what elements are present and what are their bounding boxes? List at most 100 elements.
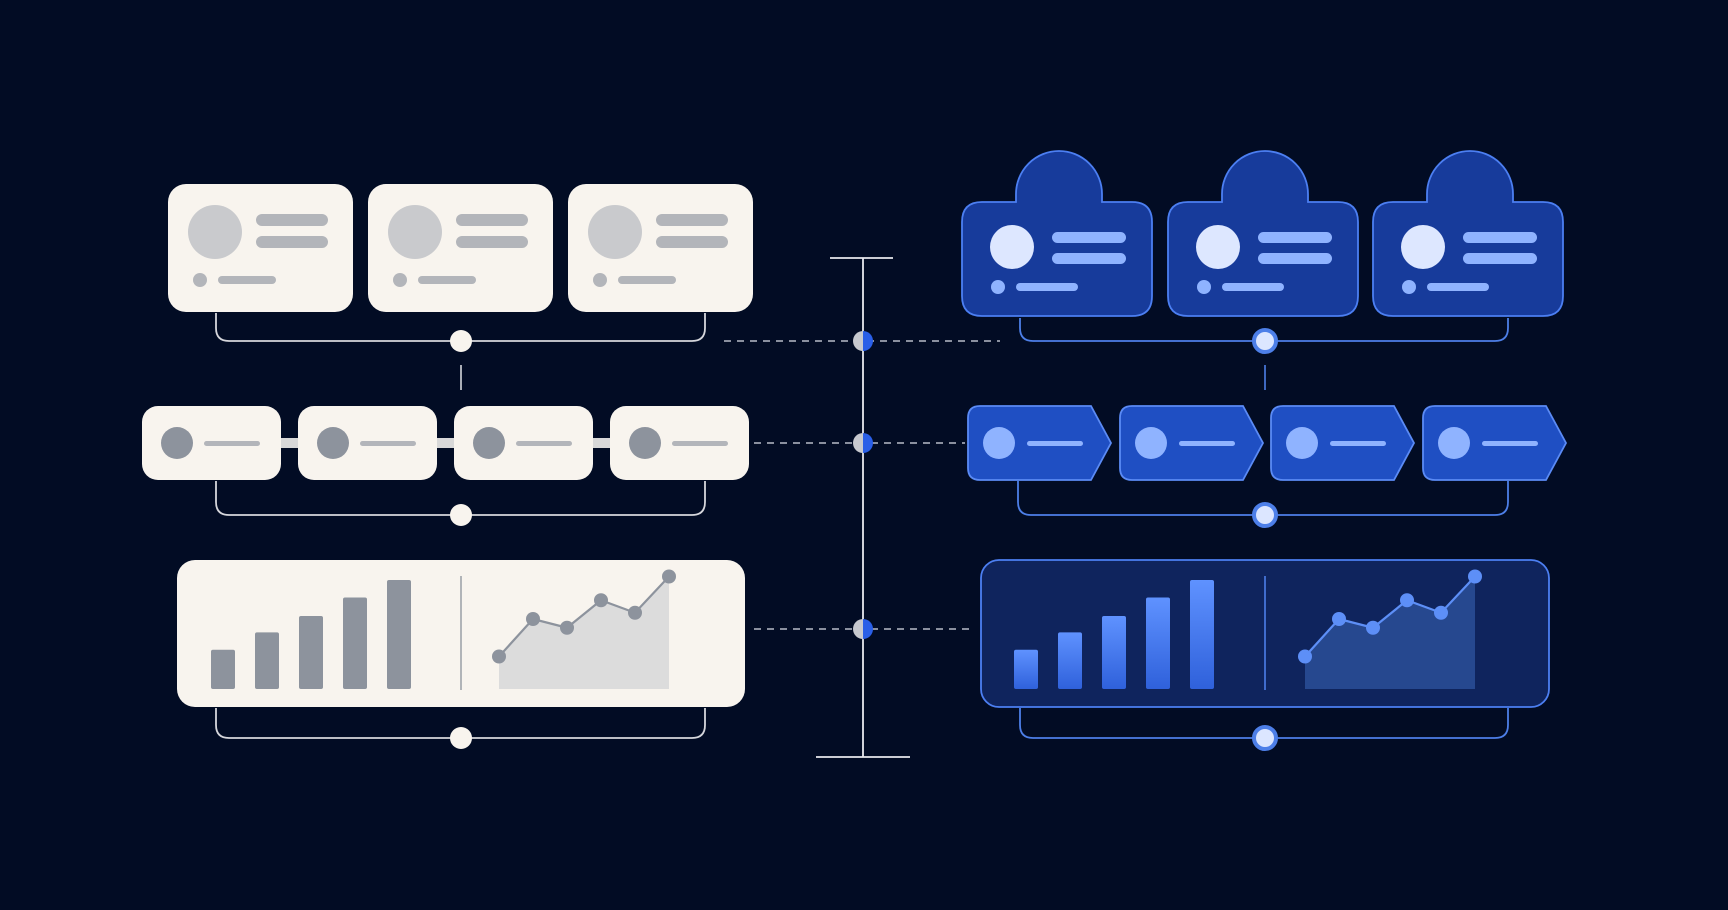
meta-line-placeholder bbox=[1427, 283, 1489, 291]
step-line-placeholder bbox=[204, 441, 260, 446]
legacy-bar-2 bbox=[255, 632, 279, 689]
legacy-point-5 bbox=[628, 605, 642, 620]
legacy-pipeline-node bbox=[450, 504, 472, 526]
modern-area-fill bbox=[1305, 576, 1475, 689]
avatar-placeholder-icon bbox=[388, 205, 442, 259]
modern-profile-node bbox=[1252, 328, 1278, 354]
avatar-placeholder-icon bbox=[1401, 225, 1445, 269]
meta-line-placeholder bbox=[418, 276, 476, 284]
text-line-placeholder bbox=[1463, 232, 1537, 243]
modern-point-6 bbox=[1468, 569, 1482, 584]
modern-point-3 bbox=[1366, 620, 1380, 635]
step-avatar-icon bbox=[473, 427, 505, 459]
axis-node-left-half bbox=[853, 331, 863, 351]
legacy-point-3 bbox=[560, 620, 574, 635]
modern-pipeline-step bbox=[1270, 405, 1416, 481]
status-dot-icon bbox=[193, 273, 207, 287]
text-line-placeholder bbox=[1258, 253, 1332, 264]
modern-side bbox=[961, 150, 1568, 751]
modern-chart-node bbox=[1252, 725, 1278, 751]
legacy-bar-1 bbox=[211, 649, 235, 689]
meta-line-placeholder bbox=[218, 276, 276, 284]
modern-series-line bbox=[1304, 575, 1476, 658]
legacy-area-fill bbox=[499, 576, 669, 689]
center-axis bbox=[724, 257, 1000, 758]
modern-point-4 bbox=[1400, 593, 1414, 608]
text-line-placeholder bbox=[1052, 253, 1126, 264]
legacy-point-4 bbox=[594, 593, 608, 608]
modern-point-5 bbox=[1434, 605, 1448, 620]
meta-line-placeholder bbox=[1016, 283, 1078, 291]
modern-pipeline-step bbox=[1119, 405, 1265, 481]
status-dot-icon bbox=[1402, 280, 1416, 294]
modern-profile-card bbox=[1167, 150, 1359, 317]
modern-bar-5 bbox=[1190, 580, 1214, 689]
axis-node-left-half bbox=[853, 619, 863, 639]
text-line-placeholder bbox=[256, 214, 328, 226]
legacy-pipeline-step bbox=[454, 406, 593, 480]
axis-node-right-half bbox=[863, 619, 873, 639]
avatar-placeholder-icon bbox=[1196, 225, 1240, 269]
avatar-placeholder-icon bbox=[588, 205, 642, 259]
step-avatar-icon bbox=[629, 427, 661, 459]
text-line-placeholder bbox=[456, 236, 528, 248]
axis-node-right-half bbox=[863, 433, 873, 453]
legacy-bar-4 bbox=[343, 597, 367, 689]
status-dot-icon bbox=[593, 273, 607, 287]
step-line-placeholder bbox=[672, 441, 728, 446]
modern-profile-card bbox=[961, 150, 1153, 317]
legacy-pipeline-step bbox=[610, 406, 749, 480]
axis-node-left-half bbox=[853, 433, 863, 453]
step-line-placeholder bbox=[1027, 441, 1083, 446]
avatar-placeholder-icon bbox=[188, 205, 242, 259]
text-line-placeholder bbox=[1463, 253, 1537, 264]
text-line-placeholder bbox=[256, 236, 328, 248]
modern-point-1 bbox=[1298, 649, 1312, 664]
avatar-placeholder-icon bbox=[990, 225, 1034, 269]
legacy-point-6 bbox=[662, 569, 676, 584]
step-avatar-icon bbox=[161, 427, 193, 459]
legacy-profile-card bbox=[168, 184, 353, 312]
step-line-placeholder bbox=[360, 441, 416, 446]
text-line-placeholder bbox=[1258, 232, 1332, 243]
modern-pipeline-node bbox=[1252, 502, 1278, 528]
legacy-profile-node bbox=[450, 330, 472, 352]
modern-bar-1 bbox=[1014, 649, 1038, 689]
step-avatar-icon bbox=[1286, 427, 1318, 459]
legacy-bar-3 bbox=[299, 615, 323, 689]
text-line-placeholder bbox=[1052, 232, 1126, 243]
step-line-placeholder bbox=[516, 441, 572, 446]
modern-bar-4 bbox=[1146, 597, 1170, 689]
text-line-placeholder bbox=[456, 214, 528, 226]
modern-pipeline-step bbox=[1422, 405, 1568, 481]
status-dot-icon bbox=[393, 273, 407, 287]
legacy-profile-card bbox=[568, 184, 753, 312]
step-line-placeholder bbox=[1330, 441, 1386, 446]
legacy-pipeline-rail bbox=[260, 438, 640, 448]
modern-bar-2 bbox=[1058, 632, 1082, 689]
modern-profile-card bbox=[1372, 150, 1564, 317]
modern-point-2 bbox=[1332, 612, 1346, 626]
text-line-placeholder bbox=[656, 236, 728, 248]
step-avatar-icon bbox=[317, 427, 349, 459]
legacy-pipeline-step bbox=[142, 406, 281, 480]
legacy-series-line bbox=[498, 575, 670, 658]
meta-line-placeholder bbox=[618, 276, 676, 284]
status-dot-icon bbox=[1197, 280, 1211, 294]
step-line-placeholder bbox=[1179, 441, 1235, 446]
step-avatar-icon bbox=[1135, 427, 1167, 459]
legacy-bar-5 bbox=[387, 580, 411, 689]
legacy-side bbox=[142, 184, 753, 749]
step-avatar-icon bbox=[983, 427, 1015, 459]
legacy-point-2 bbox=[526, 612, 540, 626]
modern-pipeline-step bbox=[967, 405, 1113, 481]
modern-bar-3 bbox=[1102, 615, 1126, 689]
axis-node-right-half bbox=[863, 331, 873, 351]
step-avatar-icon bbox=[1438, 427, 1470, 459]
status-dot-icon bbox=[991, 280, 1005, 294]
text-line-placeholder bbox=[656, 214, 728, 226]
legacy-chart-node bbox=[450, 727, 472, 749]
legacy-point-1 bbox=[492, 649, 506, 664]
step-line-placeholder bbox=[1482, 441, 1538, 446]
